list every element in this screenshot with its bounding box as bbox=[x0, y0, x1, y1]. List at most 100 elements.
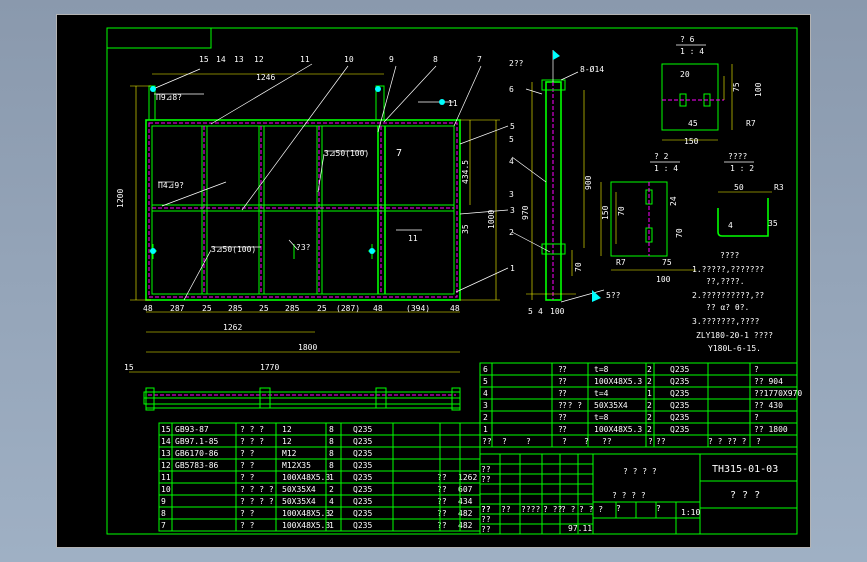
bom-cell-length: 607 bbox=[458, 485, 473, 494]
side-view bbox=[511, 50, 605, 303]
bom-cell-qty: 2 bbox=[647, 413, 652, 422]
rev-header-cell: ? ? ? bbox=[579, 505, 603, 514]
bom-cell-spec: t=8 bbox=[594, 365, 609, 374]
dim-height: 1200 bbox=[116, 189, 125, 208]
revision-block: ????????? ??? ?? ? ????????????? bbox=[480, 454, 661, 534]
bom-cell-name: ? ? ? ? bbox=[240, 497, 274, 506]
bom-cell-material: Q235 bbox=[353, 461, 372, 470]
detail-6-dim-75: 75 bbox=[732, 82, 741, 92]
detail-6: ? 6 1 : 4 20 75 100 45 R7 150 bbox=[661, 35, 763, 146]
bom-cell-remark: ?? 1800 bbox=[754, 425, 788, 434]
note-line-5: 3.???????,???? bbox=[692, 317, 760, 326]
bom-cell-unit: ?? bbox=[437, 497, 447, 506]
bom-top-header-cell: ? ? ? bbox=[708, 437, 732, 446]
bom-cell-std: GB93-87 bbox=[175, 425, 209, 434]
bom-cell-name: ? ? bbox=[240, 461, 255, 470]
detail-bend-scale: 1 : 2 bbox=[730, 164, 754, 173]
bom-cell-qty: 8 bbox=[329, 425, 334, 434]
bom-cell-material: Q235 bbox=[670, 389, 689, 398]
bom-cell-no: 4 bbox=[483, 389, 488, 398]
detail-6-dim-r7: R7 bbox=[746, 119, 756, 128]
bom-cell-unit: ?? bbox=[437, 509, 447, 518]
rev-header-cell: ?? bbox=[481, 505, 491, 514]
side-label-1: 8-Ø14 bbox=[580, 64, 604, 74]
main-view bbox=[130, 63, 509, 353]
bom-cell-qty: 1 bbox=[647, 389, 652, 398]
bom-cell-unit: ?? bbox=[437, 521, 447, 530]
side-view-labels: 2?? 8-Ø14 6 5 4 3 2 900 970 70 5 4 100 5… bbox=[509, 59, 621, 316]
bom-cell-spec: 50X35X4 bbox=[282, 497, 316, 506]
bom-cell-no: 9 bbox=[161, 497, 166, 506]
code-box bbox=[106, 27, 212, 49]
balloon-10: 10 bbox=[344, 55, 354, 64]
side-label-weld: 5?? bbox=[606, 291, 621, 300]
detail-bend-dim-4: 4 bbox=[728, 221, 733, 230]
detail-bend: ???? 1 : 2 50 R3 4 35 bbox=[717, 152, 784, 237]
technical-notes: ???? 1.?????,??????? ??,????. 2.????????… bbox=[692, 251, 773, 353]
detail-2-dim-70: 70 bbox=[617, 206, 626, 216]
bom-cell-no: 1 bbox=[483, 425, 488, 434]
detail-bend-dim-35: 35 bbox=[768, 219, 778, 228]
cad-viewport[interactable]: 15 14 13 12 11 10 9 8 7 5 3 1 1246 1200 … bbox=[56, 14, 811, 548]
main-view-labels: 15 14 13 12 11 10 9 8 7 5 3 1 1246 1200 … bbox=[116, 55, 515, 352]
side-dim-900: 900 bbox=[584, 175, 593, 190]
bom-cell-spec: 50X35X4 bbox=[594, 401, 628, 410]
side-label-6: 2 bbox=[509, 228, 514, 237]
detail-6-title: ? 6 bbox=[680, 35, 695, 44]
dim-span-c: 35 bbox=[461, 224, 470, 234]
rev-role-cell: ?? bbox=[481, 505, 491, 514]
weld-note-2: Π4⊿9? bbox=[158, 181, 184, 190]
drawing-canvas[interactable]: 15 14 13 12 11 10 9 8 7 5 3 1 1246 1200 … bbox=[56, 14, 811, 548]
weld-note-1: Π9⊿8? bbox=[156, 93, 182, 102]
bom-cell-name: ? bbox=[558, 425, 563, 434]
balloon-1: 1 bbox=[510, 264, 515, 273]
detail-6-dim-150: 150 bbox=[684, 137, 699, 146]
bom-cell-no: 15 bbox=[161, 425, 171, 434]
bom-cell-qty: 8 bbox=[329, 461, 334, 470]
bom-cell-unit: ?? bbox=[437, 485, 447, 494]
dim-b10: 48 bbox=[450, 304, 460, 313]
bom-cell-no: 7 bbox=[161, 521, 166, 530]
bom-cell-name: ? bbox=[558, 377, 563, 386]
weld-note-5: ?3? bbox=[296, 243, 311, 252]
bom-cell-name: ? ? bbox=[240, 473, 255, 482]
detail-2-dim-24: 24 bbox=[669, 196, 678, 206]
bom-top-header-cell: ? bbox=[562, 437, 567, 446]
bom-cell-name: ? bbox=[558, 365, 563, 374]
bottom-dim-15: 15 bbox=[124, 363, 134, 372]
bom-cell-no: 2 bbox=[483, 413, 488, 422]
dim-top-width: 1246 bbox=[256, 73, 275, 82]
bom-cell-material: Q235 bbox=[670, 377, 689, 386]
dim-b5: 285 bbox=[285, 304, 300, 313]
bom-cell-remark: ? bbox=[754, 365, 759, 374]
bom-top-header-cell: ? ? bbox=[732, 437, 747, 446]
weld-marker bbox=[150, 86, 156, 92]
dim-b1: 287 bbox=[170, 304, 185, 313]
bom-cell-std: GB5783-86 bbox=[175, 461, 219, 470]
bom-cell-spec: 100X48X5.3 bbox=[282, 473, 330, 482]
balloon-3: 3 bbox=[510, 206, 515, 215]
bom-cell-code: ? bbox=[562, 401, 567, 410]
rev-role-cell: ?? bbox=[481, 515, 491, 524]
dim-span-b: 1000 bbox=[487, 210, 496, 229]
side-label-2: 6 bbox=[509, 85, 514, 94]
bom-cell-no: 8 bbox=[161, 509, 166, 518]
bom-cell-no: 14 bbox=[161, 437, 171, 446]
dim-b2: 25 bbox=[202, 304, 212, 313]
bom-cell-name: ? bbox=[558, 389, 563, 398]
balloon-5: 5 bbox=[510, 122, 515, 131]
detail-2-dim-r7: R7 bbox=[616, 258, 626, 267]
bom-cell-name: ? ? ? bbox=[558, 401, 582, 410]
note-line-4: ?? α? θ?. bbox=[706, 303, 749, 312]
bom-top-header-cell: ? bbox=[526, 437, 531, 446]
bom-cell-std: GB97.1-85 bbox=[175, 437, 219, 446]
